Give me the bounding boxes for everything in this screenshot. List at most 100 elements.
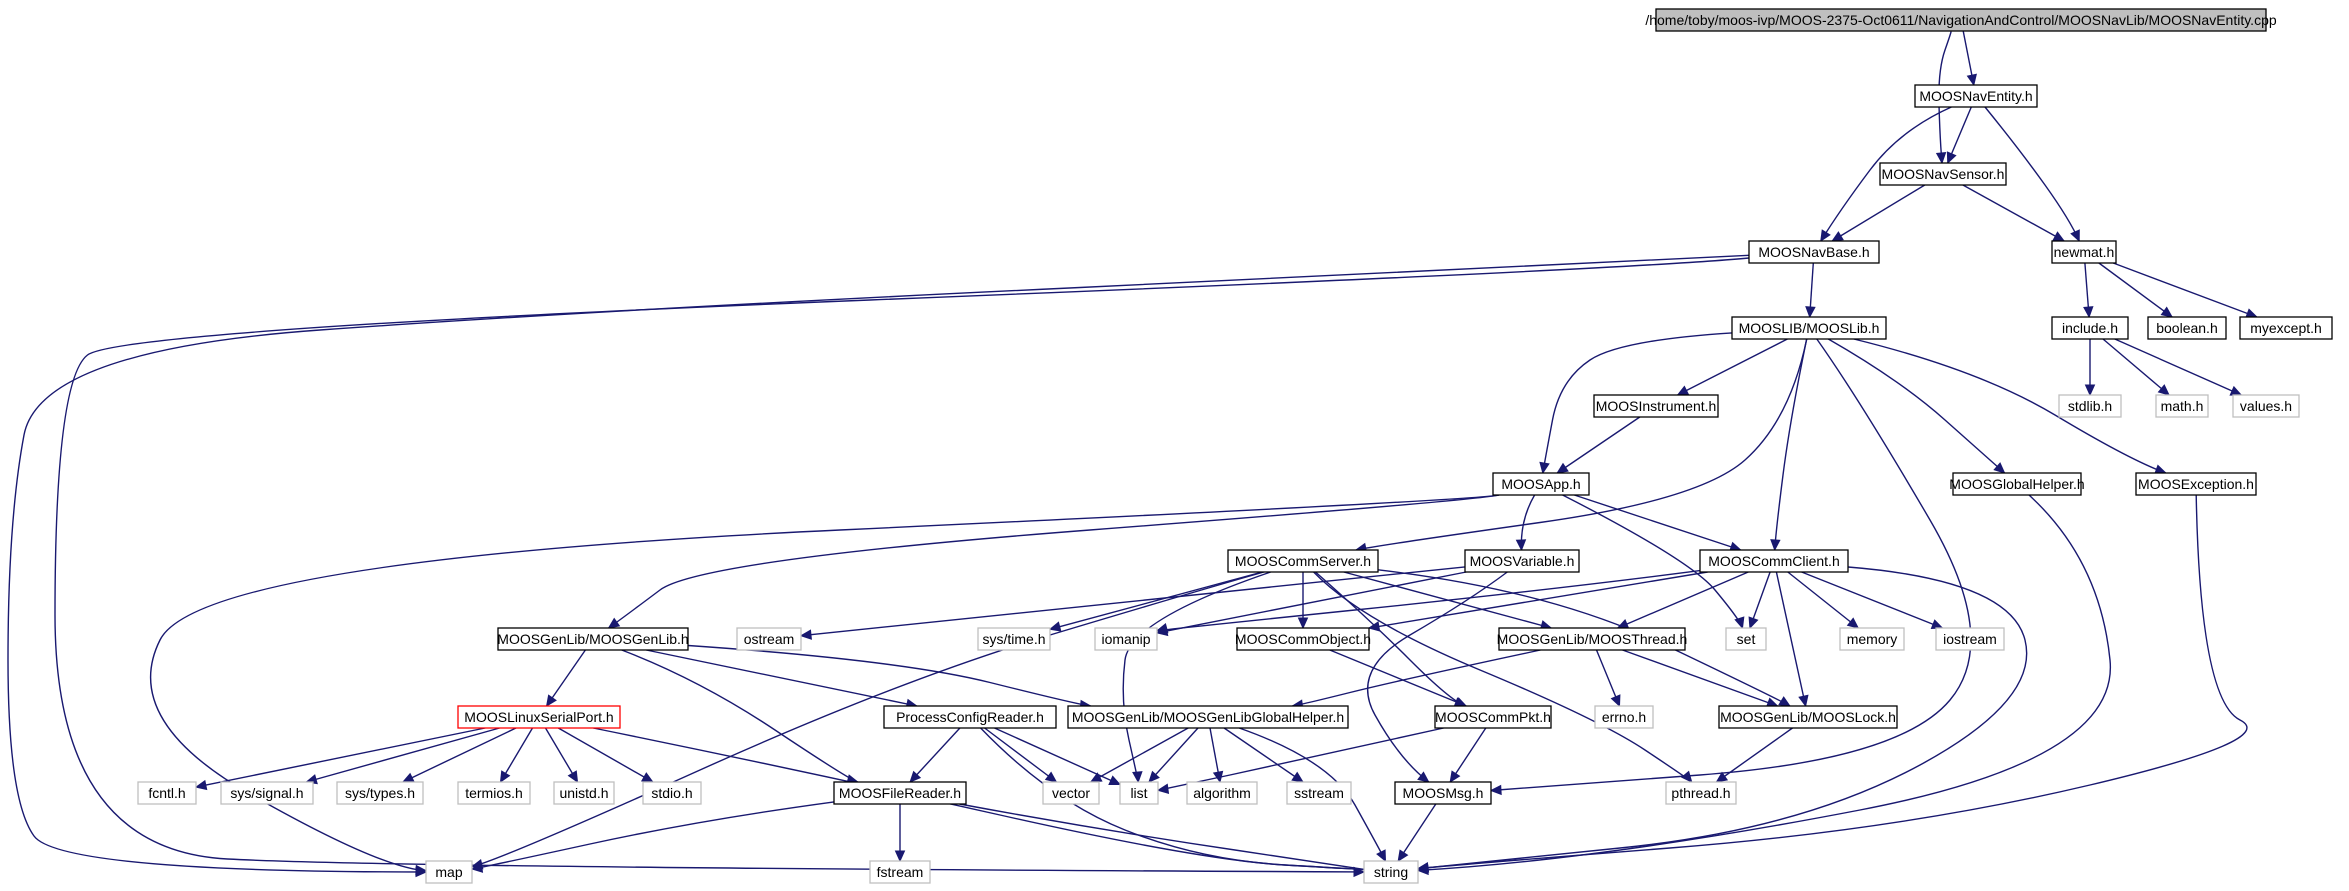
node-label-commPkt: MOOSCommPkt.h — [1435, 709, 1551, 725]
node-include[interactable]: include.h — [2051, 316, 2129, 340]
edge-arrowhead-variable-to-ostream — [799, 629, 812, 640]
node-box-serialPort — [457, 705, 621, 729]
edge-arrowhead-include-to-math — [2157, 384, 2170, 396]
edge-commServer-to-systime — [1049, 571, 1263, 630]
node-lock[interactable]: MOOSGenLib/MOOSLock.h — [1718, 705, 1898, 729]
node-root[interactable]: /home/toby/moos-ivp/MOOS-2375-Oct0611/Na… — [1645, 8, 2277, 32]
node-fstream: fstream — [869, 860, 931, 884]
node-box-unistd — [553, 781, 615, 805]
node-newmat[interactable]: newmat.h — [2051, 240, 2117, 264]
edge-genLibGlobal-to-sstream — [1223, 727, 1304, 783]
edge-include-to-values — [2114, 338, 2242, 396]
edge-arrowhead-processConfig-to-vector — [1044, 771, 1058, 783]
node-box-systypes — [336, 781, 424, 805]
node-commPkt[interactable]: MOOSCommPkt.h — [1434, 705, 1552, 729]
node-box-variable — [1464, 549, 1580, 573]
node-fcntl: fcntl.h — [137, 781, 197, 805]
node-label-iomanip: iomanip — [1101, 631, 1150, 647]
edge-arrowhead-serialPort-to-fcntl — [194, 779, 208, 791]
edge-commClient-to-iostream — [1801, 571, 1943, 629]
node-globalHelper[interactable]: MOOSGlobalHelper.h — [1949, 472, 2085, 496]
edge-navEntity-to-newmat — [1984, 106, 2080, 242]
edge-commPkt-to-msg — [1449, 727, 1487, 783]
edge-arrowhead-moosLib-to-msg — [1489, 784, 1502, 796]
edge-arrowhead-commClient-to-memory — [1846, 617, 1860, 629]
node-box-boolean — [2147, 316, 2227, 340]
edge-arrowhead-processConfig-to-list — [1108, 775, 1122, 785]
node-variable[interactable]: MOOSVariable.h — [1464, 549, 1580, 573]
node-box-systime — [977, 627, 1051, 651]
node-label-msg: MOOSMsg.h — [1403, 785, 1484, 801]
node-commObject[interactable]: MOOSCommObject.h — [1235, 627, 1371, 651]
node-box-fileReader — [833, 781, 967, 805]
node-commServer[interactable]: MOOSCommServer.h — [1227, 549, 1379, 573]
node-label-include: include.h — [2062, 320, 2118, 336]
edge-moosLib-to-app — [1542, 332, 1733, 474]
node-serialPort[interactable]: MOOSLinuxSerialPort.h — [457, 705, 621, 729]
edge-arrowhead-processConfig-to-fileReader — [909, 770, 922, 783]
edge-arrowhead-fileReader-to-map — [470, 862, 484, 873]
edge-moosLib-to-commServer — [1355, 338, 1808, 551]
node-fileReader[interactable]: MOOSFileReader.h — [833, 781, 967, 805]
node-stdio: stdio.h — [642, 781, 702, 805]
node-processConfig[interactable]: ProcessConfigReader.h — [883, 705, 1057, 729]
edge-arrowhead-commServer-to-systime — [1048, 621, 1062, 632]
node-label-values: values.h — [2240, 398, 2292, 414]
edge-arrowhead-commServer-to-commObject — [1297, 617, 1309, 630]
edge-arrowhead-newmat-to-include — [2083, 306, 2094, 319]
node-label-systime: sys/time.h — [982, 631, 1045, 647]
node-app[interactable]: MOOSApp.h — [1492, 472, 1590, 496]
node-sstream: sstream — [1286, 781, 1352, 805]
node-box-navSensor — [1879, 162, 2007, 186]
node-label-pthread: pthread.h — [1671, 785, 1730, 801]
node-box-commClient — [1699, 549, 1849, 573]
edge-arrowhead-root-to-navEntity — [1966, 73, 1977, 87]
edge-variable-to-msg — [1366, 571, 1508, 783]
node-moosLib[interactable]: MOOSLIB/MOOSLib.h — [1731, 316, 1887, 340]
node-memory: memory — [1839, 627, 1905, 651]
node-box-thread — [1498, 627, 1686, 651]
node-box-ostream — [736, 627, 802, 651]
node-errno: errno.h — [1594, 705, 1654, 729]
node-label-lock: MOOSGenLib/MOOSLock.h — [1720, 709, 1896, 725]
edge-msg-to-string — [1397, 803, 1437, 862]
node-label-syssignal: sys/signal.h — [230, 785, 303, 801]
node-label-ostream: ostream — [744, 631, 795, 647]
edge-commPkt-to-list — [1157, 727, 1444, 791]
node-thread[interactable]: MOOSGenLib/MOOSThread.h — [1497, 627, 1688, 651]
node-box-math — [2155, 394, 2209, 418]
edge-arrowhead-app-to-genLib — [607, 617, 621, 629]
node-label-instrument: MOOSInstrument.h — [1596, 398, 1717, 414]
node-navBase[interactable]: MOOSNavBase.h — [1748, 240, 1880, 264]
node-box-globalHelper — [1952, 472, 2082, 496]
node-commClient[interactable]: MOOSCommClient.h — [1699, 549, 1849, 573]
edge-arrowhead-commClient-to-iomanip — [1155, 623, 1169, 634]
edge-arrowhead-commPkt-to-msg — [1449, 770, 1461, 784]
edge-fileReader-to-string — [959, 803, 1365, 871]
node-label-fileReader: MOOSFileReader.h — [839, 785, 961, 801]
node-box-commPkt — [1434, 705, 1552, 729]
node-navEntity[interactable]: MOOSNavEntity.h — [1914, 84, 2038, 108]
node-label-sstream: sstream — [1294, 785, 1344, 801]
node-genLib[interactable]: MOOSGenLib/MOOSGenLib.h — [497, 627, 689, 651]
node-myexcept[interactable]: myexcept.h — [2239, 316, 2333, 340]
node-box-commObject — [1236, 627, 1370, 651]
node-ostream: ostream — [736, 627, 802, 651]
node-exception[interactable]: MOOSException.h — [2135, 472, 2257, 496]
edge-commClient-to-iomanip — [1156, 569, 1701, 632]
node-navSensor[interactable]: MOOSNavSensor.h — [1879, 162, 2007, 186]
edge-arrowhead-genLibGlobal-to-list — [1148, 770, 1160, 783]
edge-arrowhead-app-to-variable — [1515, 539, 1527, 552]
edge-newmat-to-myexcept — [2112, 262, 2258, 318]
node-termios: termios.h — [457, 781, 531, 805]
node-label-root: /home/toby/moos-ivp/MOOS-2375-Oct0611/Na… — [1645, 12, 2277, 28]
node-genLibGlobal[interactable]: MOOSGenLib/MOOSGenLibGlobalHelper.h — [1067, 705, 1349, 729]
node-msg[interactable]: MOOSMsg.h — [1394, 781, 1492, 805]
node-boolean[interactable]: boolean.h — [2147, 316, 2227, 340]
node-box-msg — [1394, 781, 1492, 805]
node-box-include — [2051, 316, 2129, 340]
node-instrument[interactable]: MOOSInstrument.h — [1593, 394, 1719, 418]
edge-moosLib-to-msg — [1490, 338, 1972, 792]
edge-arrowhead-commPkt-to-list — [1156, 783, 1170, 794]
edge-arrowhead-commClient-to-set — [1748, 616, 1759, 630]
